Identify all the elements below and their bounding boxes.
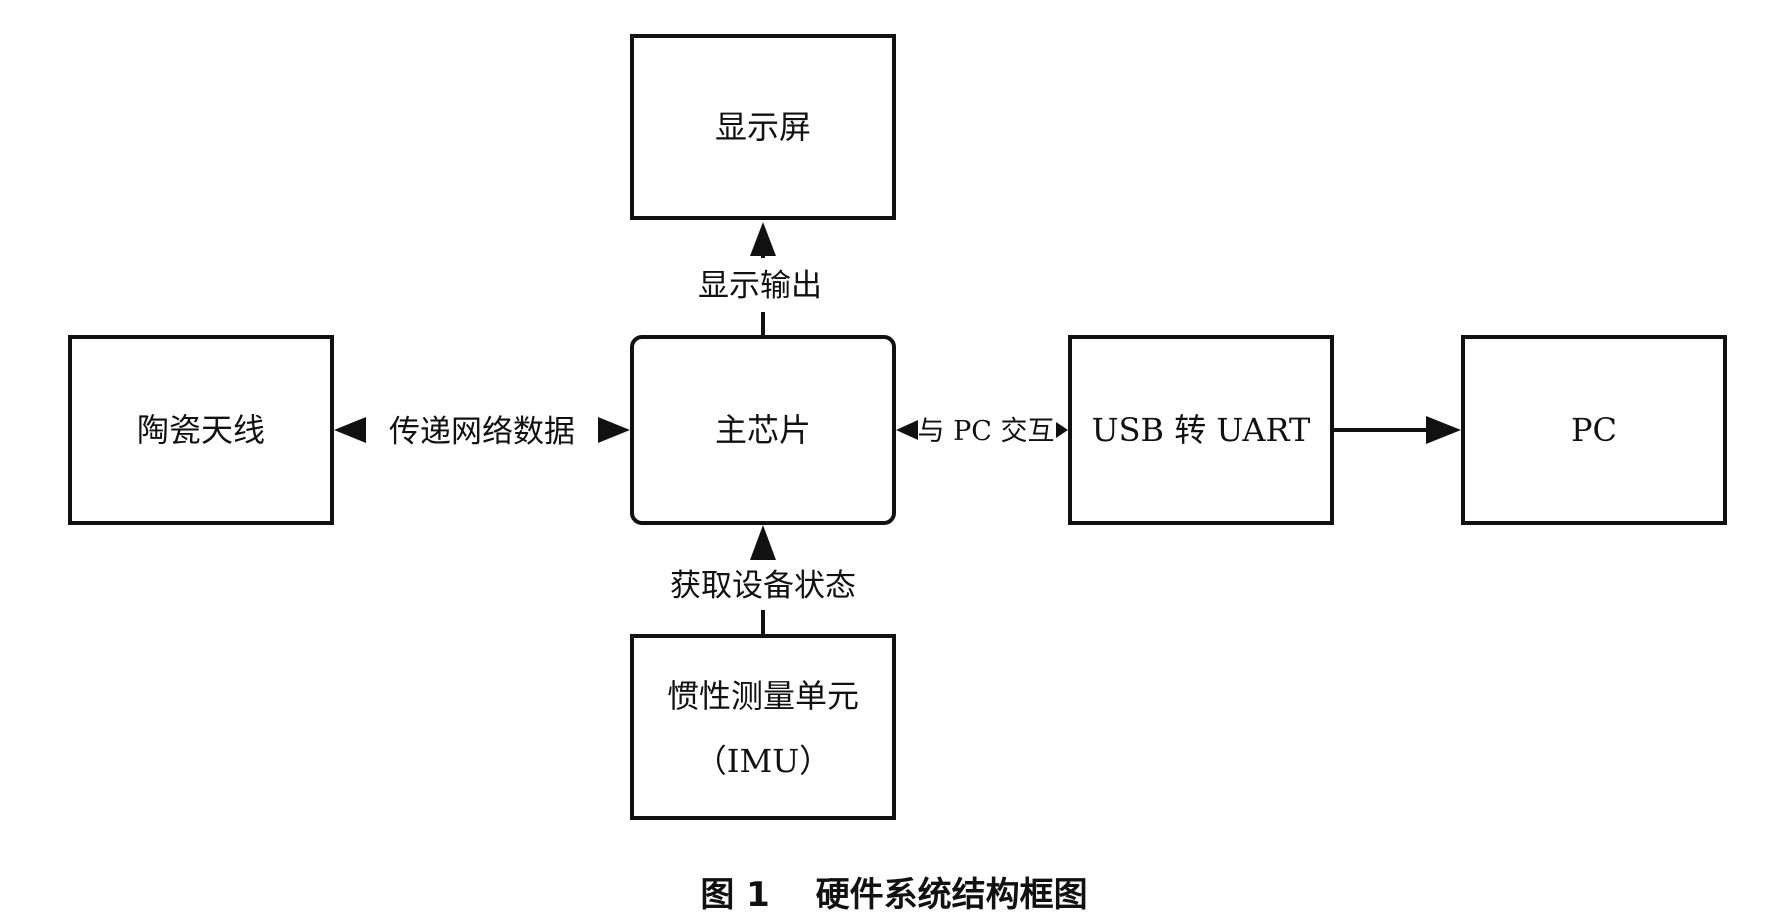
node-usb-uart: USB 转 UART [1068, 335, 1334, 525]
node-imu-label-line2: （IMU） [695, 742, 831, 780]
arrow-right-pc [1426, 416, 1461, 444]
edge-device-status-label: 获取设备状态 [670, 568, 856, 604]
node-antenna: 陶瓷天线 [68, 335, 334, 525]
node-main-chip-label: 主芯片 [715, 411, 811, 449]
arrow-right-usb-uart [1056, 422, 1068, 438]
node-display-label: 显示屏 [715, 108, 811, 146]
edge-device-status: 获取设备状态 [670, 525, 856, 634]
arrow-up-display [750, 222, 776, 256]
edge-network-data: 传递网络数据 [334, 414, 630, 450]
edge-pc-interaction: 与 PC 交互 [896, 416, 1068, 447]
edge-pc-interaction-label: 与 PC 交互 [918, 416, 1055, 447]
arrow-up-main-chip [750, 525, 776, 560]
arrow-left-antenna [334, 417, 366, 443]
edge-network-data-label: 传递网络数据 [389, 414, 575, 450]
figure-caption: 图 1 硬件系统结构框图 [700, 875, 1087, 915]
node-pc: PC [1461, 335, 1727, 525]
edge-display-output: 显示输出 [698, 222, 822, 335]
node-usb-uart-label: USB 转 UART [1092, 411, 1311, 449]
arrow-left-main-chip [896, 420, 918, 440]
node-antenna-label: 陶瓷天线 [137, 411, 265, 449]
node-display: 显示屏 [630, 34, 896, 220]
node-main-chip: 主芯片 [630, 335, 896, 525]
arrow-right-main-chip [598, 417, 630, 443]
node-pc-label: PC [1571, 411, 1617, 449]
edge-usb-to-pc [1334, 416, 1461, 444]
node-imu-label-line1: 惯性测量单元 [667, 677, 859, 715]
edge-display-output-label: 显示输出 [698, 268, 822, 304]
node-imu: 惯性测量单元 （IMU） [630, 634, 896, 820]
